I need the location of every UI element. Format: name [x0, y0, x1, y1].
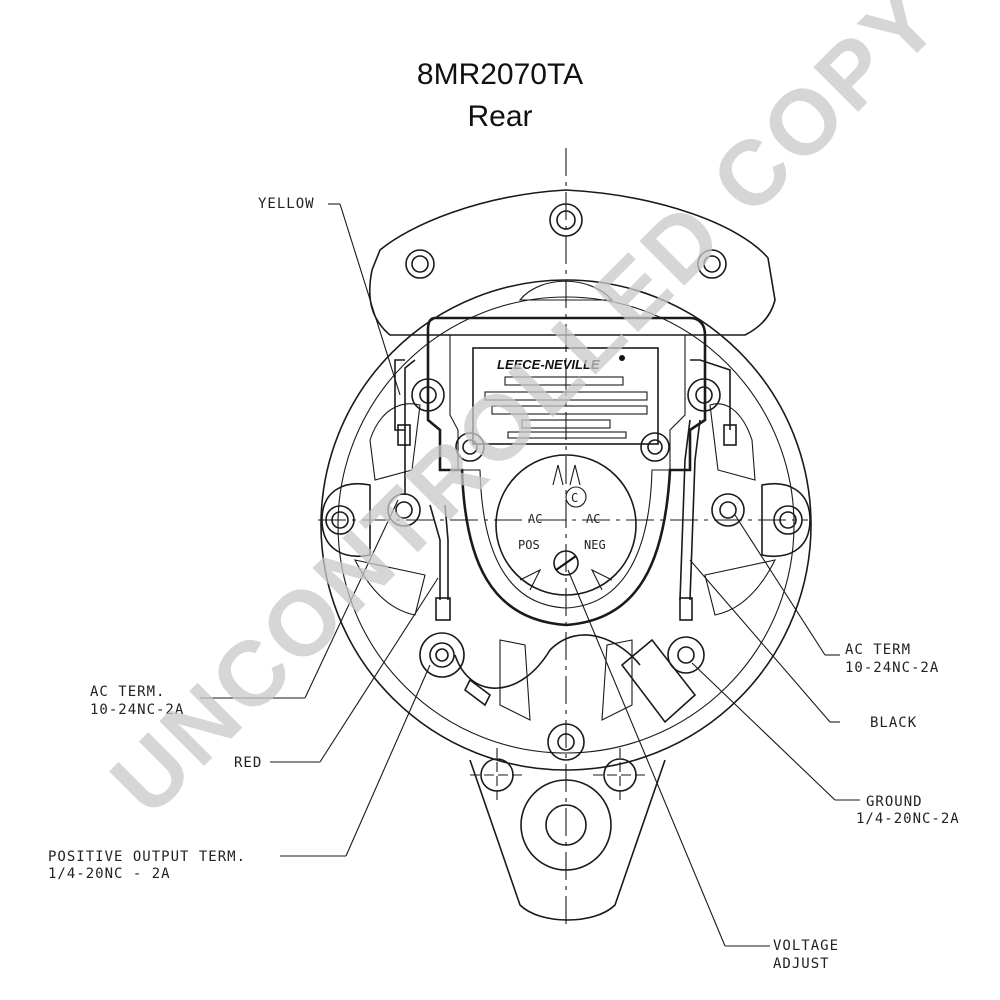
regulator-arrows: [519, 464, 613, 591]
callout-yellow: YELLOW: [258, 196, 315, 212]
watermark: UNCONTROLLED COPY: [92, 0, 960, 834]
regulator-ac-right: AC: [586, 512, 600, 526]
voltage-adjust-screw: [553, 550, 579, 576]
vent-slots: [353, 280, 777, 721]
cover-plate: [426, 316, 707, 627]
leader-lines: [200, 203, 860, 947]
callout-pos-output-2: 1/4-20NC - 2A: [48, 866, 171, 882]
nameplate: [472, 347, 659, 445]
callout-ac-term-right-2: 10-24NC-2A: [845, 660, 939, 676]
regulator-housing: [495, 454, 637, 596]
ground-cap: [620, 638, 697, 724]
wire-lugs: [397, 424, 737, 707]
regulator-c-mark-ring: [565, 486, 587, 508]
regulator-neg: NEG: [584, 538, 606, 552]
callout-pos-output-1: POSITIVE OUTPUT TERM.: [48, 849, 246, 865]
callout-ac-term-right-1: AC TERM: [845, 642, 911, 658]
regulator-pos: POS: [518, 538, 540, 552]
mounting-holes: [325, 203, 803, 802]
brand-logo: LEECE-NEVILLE: [497, 357, 600, 372]
callout-red: RED: [234, 755, 262, 771]
regulator-c-mark: C: [571, 491, 578, 505]
top-mounting-ear: [368, 189, 776, 336]
bottom-boss-hole: [545, 804, 587, 846]
cover-plate-inner: [449, 334, 686, 609]
callout-ground-1: GROUND: [866, 794, 923, 810]
logo-dot: [619, 355, 625, 361]
diagram-subtitle: Rear: [467, 100, 533, 133]
callout-voltage-2: ADJUST: [773, 956, 830, 972]
bottom-mounting-ear: [469, 759, 666, 921]
callout-black: BLACK: [870, 715, 917, 731]
bottom-boss: [520, 779, 612, 871]
callout-voltage-1: VOLTAGE: [773, 938, 839, 954]
right-ear: [761, 483, 811, 557]
callout-ground-2: 1/4-20NC-2A: [856, 811, 960, 827]
regulator-ac-left: AC: [528, 512, 542, 526]
terminal-bolts: [387, 378, 745, 761]
nameplate-lines: [484, 376, 648, 439]
left-ear: [321, 483, 371, 557]
center-lines: [318, 148, 808, 925]
housing-outer: [320, 279, 812, 771]
callout-ac-term-left-2: 10-24NC-2A: [90, 702, 184, 718]
diagram-title: 8MR2070TA: [416, 58, 584, 91]
callout-ac-term-left-1: AC TERM.: [90, 684, 165, 700]
